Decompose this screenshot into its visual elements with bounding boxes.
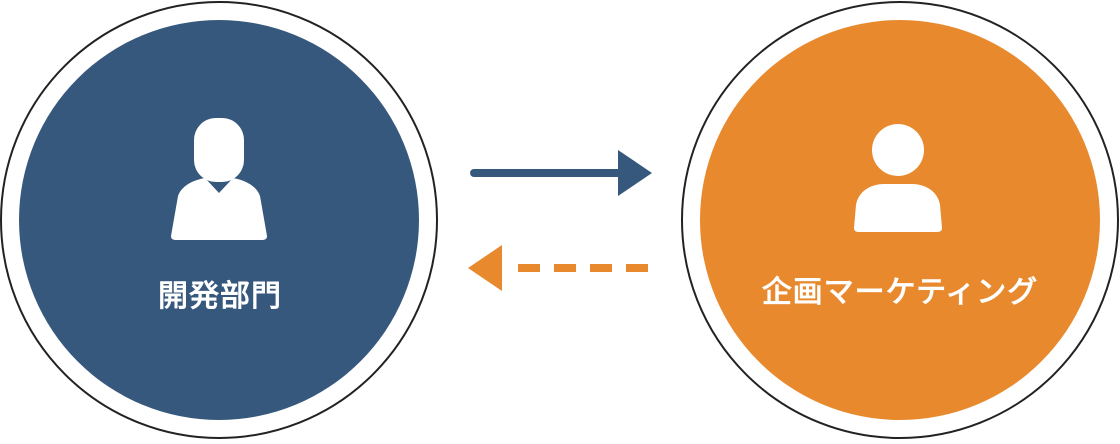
person-icon [854,124,942,232]
arrow-dashed-left [468,245,650,291]
node-label-development: 開発部門 [158,279,282,314]
node-label-marketing: 企画マーケティング [761,275,1039,310]
arrow-solid-right [470,150,652,196]
node-marketing [681,1,1119,439]
node-development [0,1,438,439]
person-with-collar-icon [171,118,267,240]
